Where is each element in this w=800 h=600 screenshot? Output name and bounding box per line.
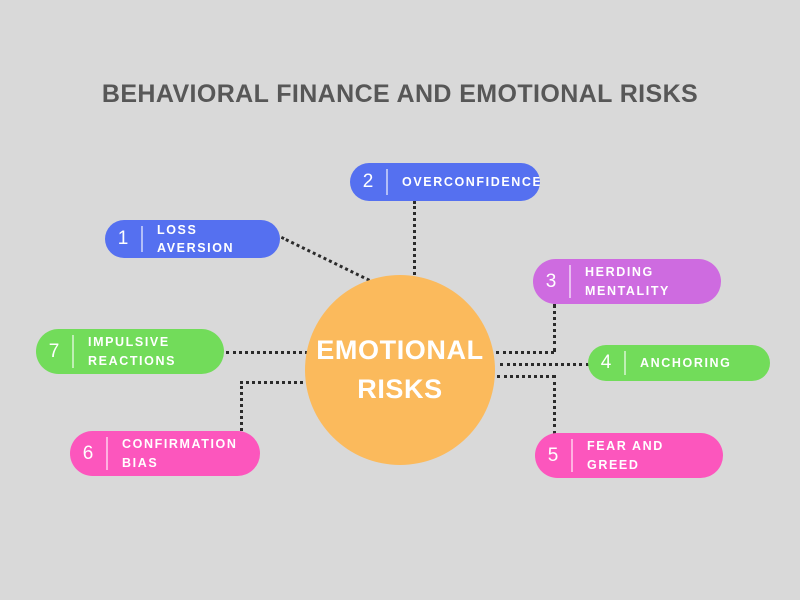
connector-confirmation-bias-vertical [240, 381, 243, 431]
node-loss-aversion[interactable]: 1 LOSS AVERSION [105, 220, 280, 258]
node-divider [571, 439, 573, 472]
node-divider [624, 351, 626, 375]
center-node-emotional-risks[interactable]: EMOTIONAL RISKS [305, 275, 495, 465]
node-number-1: 1 [117, 228, 129, 249]
node-overconfidence[interactable]: 2 OVERCONFIDENCE [350, 163, 540, 201]
node-number-4: 4 [600, 352, 612, 373]
connector-impulsive-reactions [226, 351, 314, 354]
node-label-confirmation-bias: CONFIRMATION BIAS [122, 437, 238, 470]
node-label-loss-aversion: LOSS AVERSION [157, 222, 235, 255]
node-divider [386, 169, 388, 195]
connector-overconfidence [413, 201, 416, 281]
node-number-3: 3 [545, 270, 557, 292]
node-number-6: 6 [82, 442, 94, 464]
connector-anchoring [500, 363, 589, 366]
node-number-7: 7 [48, 340, 60, 362]
connector-loss-aversion [280, 236, 375, 284]
node-herding-mentality[interactable]: 3 HERDING MENTALITY [533, 259, 721, 304]
node-number-2: 2 [362, 171, 374, 192]
node-fear-and-greed[interactable]: 5 FEAR AND GREED [535, 433, 723, 478]
connector-fear-greed-vertical [553, 375, 556, 434]
node-label-anchoring: ANCHORING [640, 355, 732, 370]
connector-fear-greed-horizontal [497, 375, 555, 378]
node-divider [141, 226, 143, 252]
node-label-fear-and-greed: FEAR AND GREED [587, 439, 664, 472]
node-label-overconfidence: OVERCONFIDENCE [402, 174, 540, 189]
connector-confirmation-bias-horizontal [240, 381, 315, 384]
node-anchoring[interactable]: 4 ANCHORING [588, 345, 770, 381]
connector-herding-horizontal [496, 351, 554, 354]
node-number-5: 5 [547, 444, 559, 466]
node-divider [106, 437, 108, 470]
connector-herding-vertical [553, 304, 556, 352]
node-impulsive-reactions[interactable]: 7 IMPULSIVE REACTIONS [36, 329, 224, 374]
node-label-herding-mentality: HERDING MENTALITY [585, 265, 670, 298]
page-title: BEHAVIORAL FINANCE AND EMOTIONAL RISKS [101, 80, 699, 108]
node-divider [569, 265, 571, 298]
node-divider [72, 335, 74, 368]
center-node-line1: EMOTIONAL [316, 334, 484, 365]
center-node-line2: RISKS [357, 374, 443, 404]
node-confirmation-bias[interactable]: 6 CONFIRMATION BIAS [70, 431, 260, 476]
node-label-impulsive-reactions: IMPULSIVE REACTIONS [88, 335, 177, 368]
